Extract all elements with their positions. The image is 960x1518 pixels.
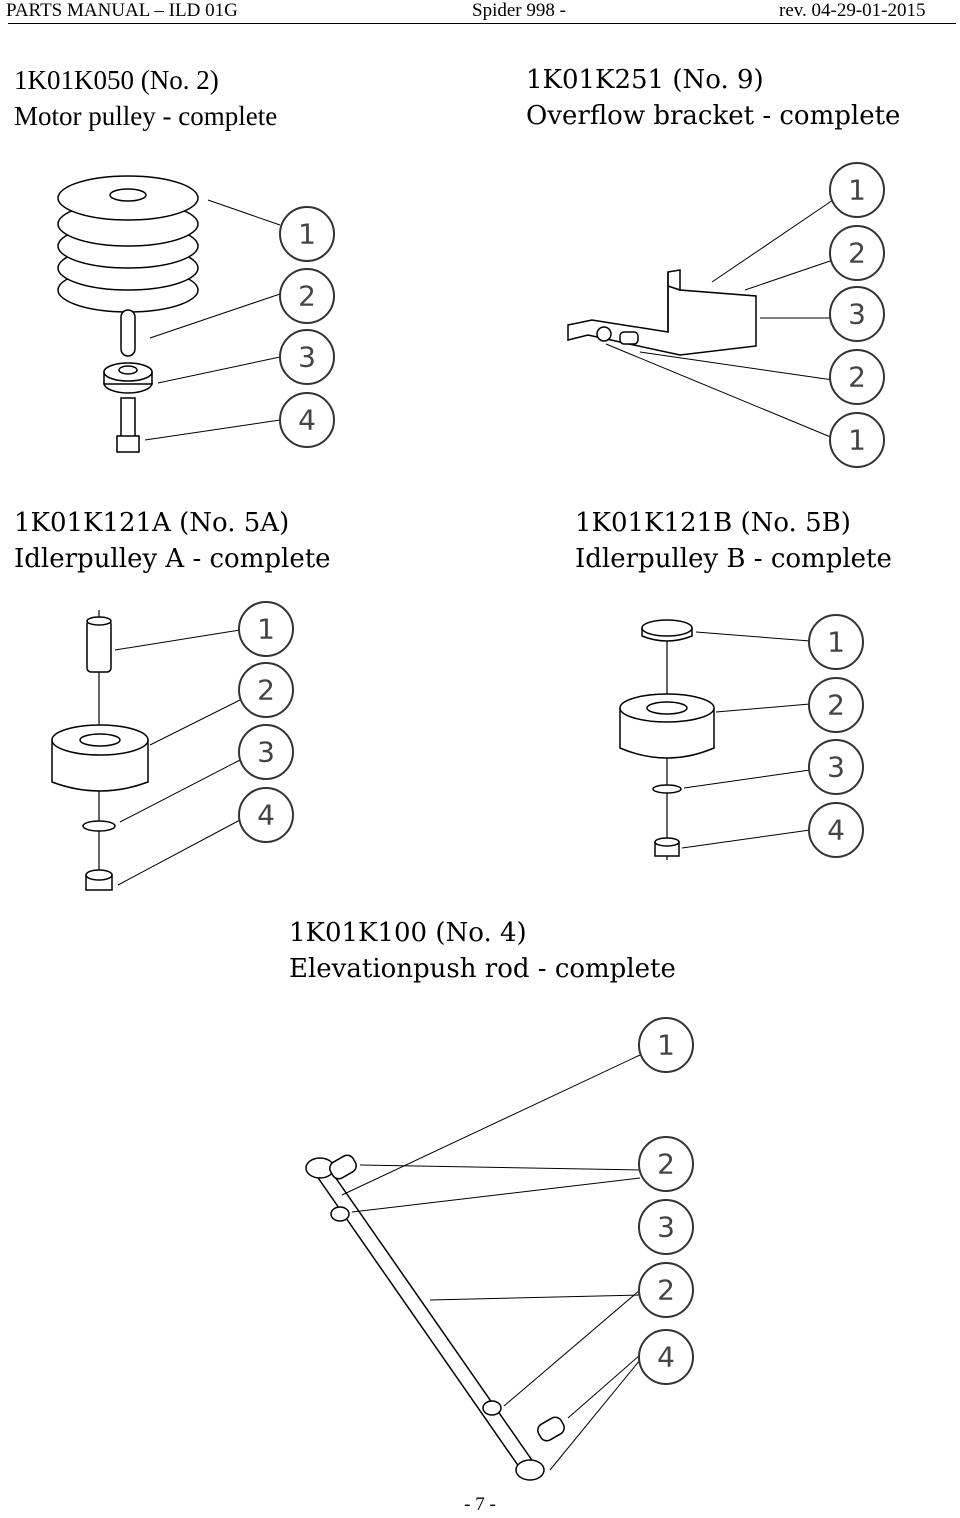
idler-b-callout-1: 1 <box>827 626 845 659</box>
idler-a-code: 1K01K121A (No. 5A) <box>14 508 290 538</box>
page-header: PARTS MANUAL – ILD 01G Spider 998 - rev.… <box>0 0 960 22</box>
motor-pulley-title: 1K01K050 (No. 2) Motor pulley - complete <box>14 62 277 134</box>
overflow-bracket-code: 1K01K251 (No. 9) <box>526 65 764 95</box>
overflow-bracket-callout-3: 3 <box>848 298 866 331</box>
overflow-bracket-callout-1: 1 <box>848 174 866 207</box>
push-rod-callout-4: 2 <box>657 1274 675 1307</box>
push-rod-name: Elevationpush rod - complete <box>289 954 676 984</box>
overflow-bracket-callout-4: 2 <box>848 361 866 394</box>
overflow-bracket-title: 1K01K251 (No. 9) Overflow bracket - comp… <box>526 62 900 134</box>
header-model: Spider 998 - <box>472 0 566 21</box>
motor-pulley-callout-2: 2 <box>298 280 316 313</box>
motor-pulley-callout-3: 3 <box>298 341 316 374</box>
idler-b-callout-3: 3 <box>827 751 845 784</box>
idler-b-code: 1K01K121B (No. 5B) <box>575 508 851 538</box>
overflow-bracket-name: Overflow bracket - complete <box>526 101 901 131</box>
push-rod-callout-1: 1 <box>657 1029 675 1062</box>
idler-b-name: Idlerpulley B - complete <box>575 544 892 574</box>
idler-b-callout-2: 2 <box>827 689 845 722</box>
header-manual-title: PARTS MANUAL – ILD 01G <box>6 0 238 21</box>
idler-a-callout-3: 3 <box>257 736 275 769</box>
idler-b-callout-4: 4 <box>827 814 845 847</box>
overflow-bracket-callout-2: 2 <box>848 237 866 270</box>
idler-a-callout-2: 2 <box>257 674 275 707</box>
page-number: - 7 - <box>464 1494 496 1515</box>
idler-a-callout-4: 4 <box>257 799 275 832</box>
idler-a-callout-1: 1 <box>257 613 275 646</box>
push-rod-callout-3: 3 <box>657 1211 675 1244</box>
header-revision: rev. 04-29-01-2015 <box>779 0 926 21</box>
idler-a-name: Idlerpulley A - complete <box>14 544 331 574</box>
idler-b-title: 1K01K121B (No. 5B) Idlerpulley B - compl… <box>575 505 892 577</box>
motor-pulley-callout-1: 1 <box>298 218 316 251</box>
overflow-bracket-callout-5: 1 <box>848 424 866 457</box>
push-rod-title: 1K01K100 (No. 4) Elevationpush rod - com… <box>289 915 676 987</box>
motor-pulley-callout-4: 4 <box>298 404 316 437</box>
push-rod-code: 1K01K100 (No. 4) <box>289 918 527 948</box>
motor-pulley-name: Motor pulley - complete <box>14 101 278 131</box>
push-rod-callout-5: 4 <box>657 1341 675 1374</box>
idler-a-title: 1K01K121A (No. 5A) Idlerpulley A - compl… <box>14 505 331 577</box>
header-divider <box>8 23 956 24</box>
push-rod-callout-2: 2 <box>657 1148 675 1181</box>
motor-pulley-code: 1K01K050 (No. 2) <box>14 65 219 95</box>
